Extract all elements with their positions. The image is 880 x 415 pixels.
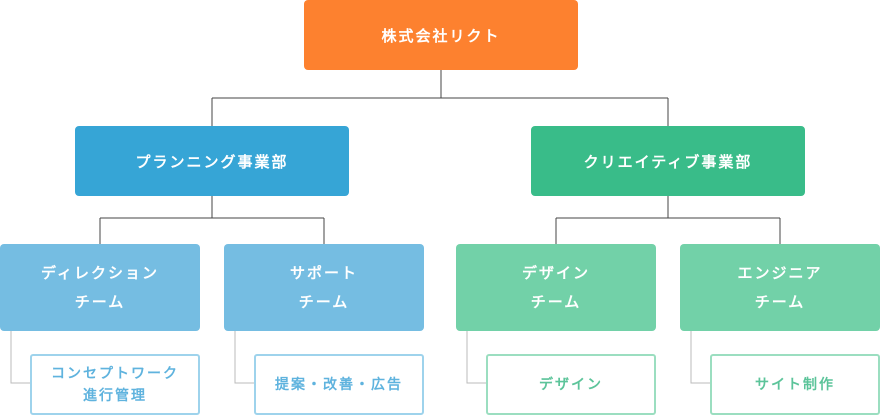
connector-task-2 [234,331,254,384]
team-engineer-node: エンジニア チーム [680,244,880,331]
company-label: 株式会社リクト [381,26,501,45]
team-direction-line1: ディレクション [41,263,159,282]
task-direction-line1: コンセプトワーク [51,365,179,382]
team-engineer-line2: チーム [754,292,806,311]
task-support-line1: 提案・改善・広告 [275,376,403,393]
team-engineer-line1: エンジニア [737,263,823,282]
connector-creative [555,196,781,244]
team-support-node: サポート チーム [224,244,424,331]
task-direction-line2: 進行管理 [83,387,147,404]
connector-task-3 [466,331,486,384]
task-engineer-line1: サイト制作 [755,376,835,393]
dept-planning-label: プランニング事業部 [135,152,289,171]
task-support-box: 提案・改善・広告 [254,354,424,415]
connector-planning [99,196,325,244]
dept-planning-node: プランニング事業部 [75,126,349,196]
task-design-line1: デザイン [539,376,603,393]
connector-task-4 [690,331,710,384]
task-direction-box: コンセプトワーク 進行管理 [30,354,200,415]
connector-company [211,70,669,126]
team-direction-node: ディレクション チーム [0,244,200,331]
team-design-line2: チーム [530,292,582,311]
task-engineer-box: サイト制作 [710,354,880,415]
team-direction-line2: チーム [74,292,126,311]
team-support-line2: チーム [298,292,350,311]
connector-task-1 [10,331,30,384]
team-design-line1: デザイン [521,263,590,282]
company-node: 株式会社リクト [304,0,578,70]
team-support-line1: サポート [289,263,358,282]
team-design-node: デザイン チーム [456,244,656,331]
task-design-box: デザイン [486,354,656,415]
dept-creative-label: クリエイティブ事業部 [583,152,753,171]
dept-creative-node: クリエイティブ事業部 [531,126,805,196]
